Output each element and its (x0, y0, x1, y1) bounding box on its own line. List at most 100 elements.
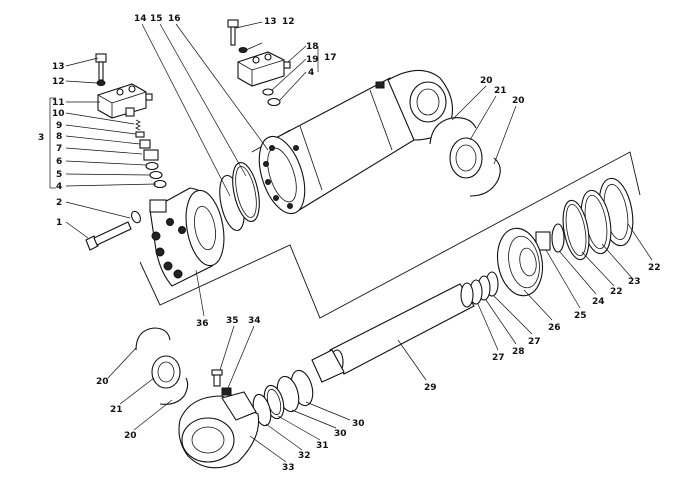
label-part-4: 4 (56, 182, 62, 192)
bolt-1-shank (93, 221, 132, 246)
label-part-11: 11 (52, 98, 65, 108)
label-part-27a: 27 (528, 337, 541, 347)
valve-fitting (283, 61, 291, 69)
label-part-30a: 30 (352, 419, 365, 429)
flange-hole (287, 203, 293, 209)
rod-eye-33 (178, 369, 260, 469)
label-part-1: 1 (56, 218, 62, 228)
flange-hole (265, 179, 271, 185)
label-part-13b: 13 (264, 17, 277, 27)
label-part-27b: 27 (492, 353, 505, 363)
guide-ring-22b-inner (565, 203, 587, 257)
circlip-20b (469, 157, 501, 197)
valve-block-assembly-left (95, 53, 167, 189)
valve-block-assembly-right (227, 19, 291, 107)
label-part-5: 5 (56, 170, 62, 180)
label-part-32: 32 (298, 451, 311, 461)
label-part-20c: 20 (96, 377, 109, 387)
piston-seal-group (469, 177, 634, 305)
label-part-30b: 30 (334, 429, 347, 439)
cylinder-head-face (185, 189, 225, 267)
label-part-28: 28 (512, 347, 525, 357)
washer-12 (96, 80, 106, 86)
label-part-14: 14 (134, 14, 147, 24)
cylinder-head-36 (149, 187, 225, 287)
label-part-17: 17 (324, 53, 337, 63)
leader-lines (49, 21, 653, 463)
circlip-20d (159, 377, 189, 405)
label-part-20a: 20 (480, 76, 493, 86)
piston-26-bore (519, 247, 537, 277)
valve-fitting (145, 93, 153, 101)
valve-block-port (252, 56, 260, 64)
rod-eye-neck (221, 391, 257, 421)
valve-block-18 (237, 51, 285, 87)
flange-hole (273, 195, 279, 201)
cylinder-head-bore (194, 205, 216, 251)
bolt-35-head (211, 369, 223, 376)
spring-10 (135, 119, 141, 131)
bearing-21a-inner (455, 144, 477, 172)
seal-ring-15 (232, 161, 260, 223)
label-part-24: 24 (592, 297, 605, 307)
circlip-20a (429, 117, 477, 145)
poppet-8 (139, 139, 151, 149)
bolt-13-shank (98, 61, 104, 81)
head-bolt (166, 218, 174, 226)
barrel-band (299, 125, 323, 191)
label-part-22a: 22 (648, 263, 661, 273)
head-bolt (151, 231, 161, 241)
label-part-34: 34 (248, 316, 261, 326)
rod-eye-bore (191, 426, 225, 454)
label-part-21a: 21 (494, 86, 507, 96)
rod-eye-bearing (135, 327, 189, 405)
bolt-35 (213, 373, 221, 387)
label-part-19: 19 (306, 55, 319, 65)
label-part-9: 9 (56, 121, 62, 131)
part-number-labels: 1 2 3 4 5 6 7 8 9 10 11 12 13 14 15 16 1… (38, 14, 661, 473)
seal-19 (262, 88, 274, 96)
label-part-29: 29 (424, 383, 437, 393)
label-part-10: 10 (52, 109, 65, 119)
label-part-23: 23 (628, 277, 641, 287)
valve-block-port (128, 85, 136, 93)
bearing-21b-outer (151, 355, 181, 389)
label-part-20b: 20 (512, 96, 525, 106)
label-part-3: 3 (38, 133, 44, 143)
valve-seat-7 (143, 149, 159, 161)
label-part-26: 26 (548, 323, 561, 333)
cylinder-barrel-16 (258, 69, 453, 215)
label-part-8: 8 (56, 132, 62, 142)
label-part-33: 33 (282, 463, 295, 473)
valve-block-port (264, 53, 272, 61)
flange-hole (293, 145, 299, 151)
ring-6 (145, 161, 159, 171)
bolt-13b-shank (230, 26, 236, 46)
head-bolt (155, 247, 165, 257)
oring-24 (551, 223, 565, 253)
frame-line-lower (139, 151, 641, 319)
label-part-21b: 21 (110, 405, 123, 415)
label-part-16: 16 (168, 14, 181, 24)
head-bolt (163, 261, 173, 271)
flange-hole (269, 145, 275, 151)
washer-2 (131, 210, 141, 224)
circlip-20c (135, 327, 171, 351)
nipple-34 (221, 387, 232, 396)
piston-rod-body (329, 283, 475, 375)
washer-12b (238, 47, 248, 53)
flange-hole (263, 161, 269, 167)
head-bolt (178, 226, 186, 234)
nut-25 (535, 231, 551, 251)
valve-fitting (125, 107, 135, 117)
label-part-6: 6 (56, 157, 62, 167)
label-part-2: 2 (56, 198, 62, 208)
label-part-7: 7 (56, 144, 62, 154)
piston-rod-thread (311, 349, 345, 383)
label-part-12: 12 (52, 77, 65, 87)
label-part-12b: 12 (282, 17, 295, 27)
bearing-21a-outer (449, 137, 483, 179)
bearing-21b-inner (157, 361, 175, 383)
piston-rod-29 (311, 282, 475, 383)
